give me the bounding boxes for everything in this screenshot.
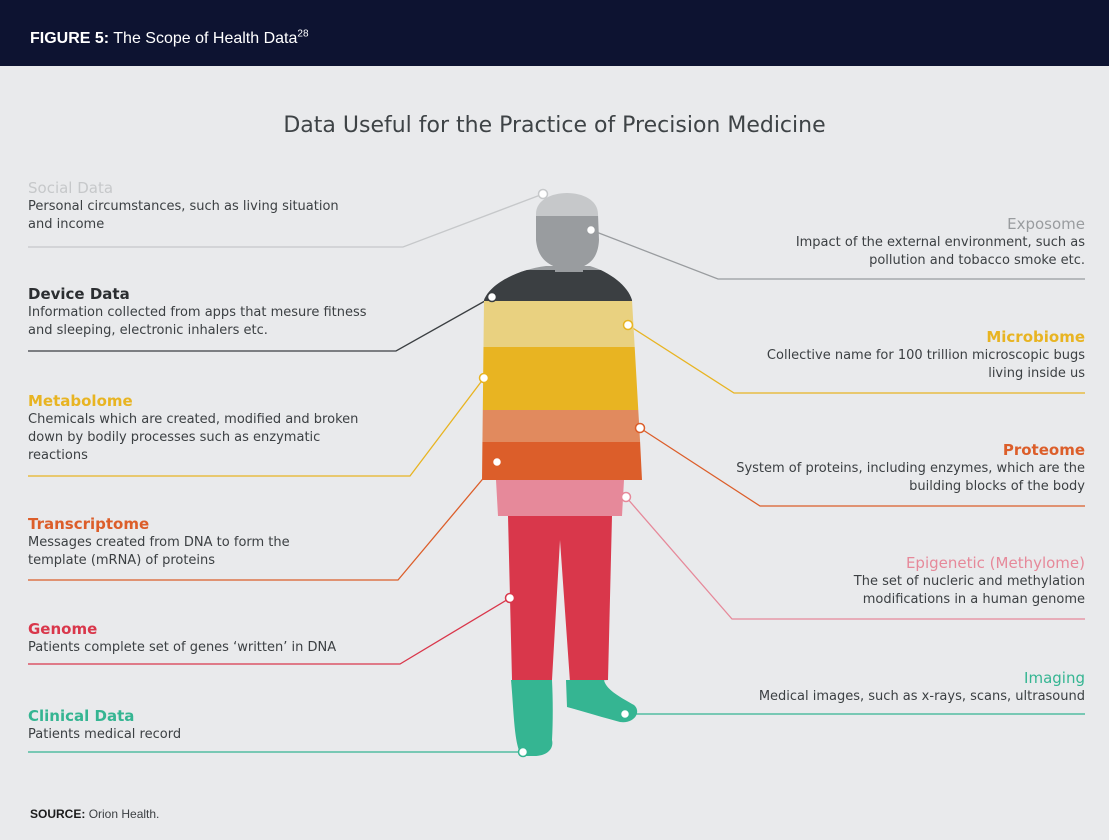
social-connector — [28, 193, 544, 248]
label-imaging: Imaging Medical images, such as x-rays, … — [680, 668, 1085, 706]
band-genome — [482, 516, 642, 680]
device-data-desc: Information collected from apps that mes… — [28, 305, 367, 338]
source-note: SOURCE: Orion Health. — [30, 807, 159, 821]
source-text: Orion Health. — [88, 807, 160, 821]
connector-lines — [28, 193, 1085, 753]
imaging-title: Imaging — [1024, 669, 1085, 687]
proteome-dot — [634, 422, 646, 434]
transcriptome-desc: Messages created from DNA to form the te… — [28, 535, 290, 568]
clinical-dot — [517, 746, 529, 758]
epigenetic-dot — [620, 491, 632, 503]
figure-label: FIGURE 5: — [30, 30, 110, 47]
band-transcriptome — [482, 442, 642, 480]
genome-title: Genome — [28, 620, 98, 638]
figure-footnote-ref: 28 — [297, 28, 309, 40]
transcriptome-dot — [491, 456, 503, 468]
social-dot — [537, 188, 549, 200]
device-connector — [28, 296, 493, 352]
proteome-desc: System of proteins, including enzymes, w… — [736, 461, 1085, 494]
metabolome-dot — [478, 372, 490, 384]
transcriptome-title: Transcriptome — [28, 515, 150, 533]
label-epigenetic: Epigenetic (Methylome) The set of nucler… — [785, 553, 1085, 609]
microbiome-dot — [622, 319, 634, 331]
device-data-title: Device Data — [28, 285, 130, 303]
band-clinical — [482, 680, 642, 756]
metabolome-desc: Chemicals which are created, modified an… — [28, 412, 359, 463]
connector-dots — [478, 188, 646, 758]
microbiome-desc: Collective name for 100 trillion microsc… — [766, 348, 1085, 381]
social-data-title: Social Data — [28, 179, 114, 197]
band-microbiome — [482, 301, 642, 347]
label-proteome: Proteome System of proteins, including e… — [725, 440, 1085, 496]
label-genome: Genome Patients complete set of genes ‘w… — [28, 619, 408, 657]
figure-header: FIGURE 5: The Scope of Health Data28 — [0, 0, 1109, 66]
band-social — [482, 193, 642, 216]
label-device-data: Device Data Information collected from a… — [28, 284, 378, 340]
epigenetic-title: Epigenetic (Methylome) — [905, 554, 1085, 572]
imaging-dot — [619, 708, 631, 720]
source-label: SOURCE: — [30, 807, 86, 821]
proteome-title: Proteome — [1002, 441, 1085, 459]
epigenetic-connector — [625, 496, 1085, 620]
social-data-desc: Personal circumstances, such as living s… — [28, 199, 339, 232]
imaging-desc: Medical images, such as x-rays, scans, u… — [758, 689, 1085, 704]
band-proteome — [482, 410, 642, 442]
exposome-title: Exposome — [1007, 215, 1085, 233]
neck-band — [555, 262, 583, 272]
exposome-connector — [590, 229, 1085, 280]
diagram-title: Data Useful for the Practice of Precisio… — [283, 113, 826, 138]
clinical-data-desc: Patients medical record — [28, 727, 182, 742]
figure-caption: FIGURE 5: The Scope of Health Data28 — [30, 28, 309, 48]
label-clinical-data: Clinical Data Patients medical record — [28, 706, 328, 744]
epigenetic-desc: The set of nucleric and methylation modi… — [853, 574, 1085, 607]
label-social-data: Social Data Personal circumstances, such… — [28, 178, 358, 234]
label-metabolome: Metabolome Chemicals which are created, … — [28, 391, 368, 465]
genome-dot — [504, 592, 516, 604]
genome-connector — [28, 597, 511, 665]
label-transcriptome: Transcriptome Messages created from DNA … — [28, 514, 348, 570]
band-metabolome — [482, 347, 642, 410]
label-exposome: Exposome Impact of the external environm… — [755, 214, 1085, 270]
microbiome-title: Microbiome — [986, 328, 1085, 346]
genome-desc: Patients complete set of genes ‘written’… — [28, 640, 337, 655]
clinical-data-title: Clinical Data — [28, 707, 135, 725]
device-dot — [486, 291, 498, 303]
figure-title: The Scope of Health Data — [113, 30, 298, 47]
exposome-desc: Impact of the external environment, such… — [795, 235, 1085, 268]
metabolome-connector — [28, 377, 485, 477]
metabolome-title: Metabolome — [28, 392, 133, 410]
microbiome-connector — [627, 324, 1085, 394]
band-epigenetic — [482, 480, 642, 516]
exposome-dot — [585, 224, 597, 236]
band-exposome — [482, 216, 642, 242]
proteome-connector — [639, 427, 1085, 507]
label-microbiome: Microbiome Collective name for 100 trill… — [745, 327, 1085, 383]
transcriptome-connector — [28, 461, 498, 581]
